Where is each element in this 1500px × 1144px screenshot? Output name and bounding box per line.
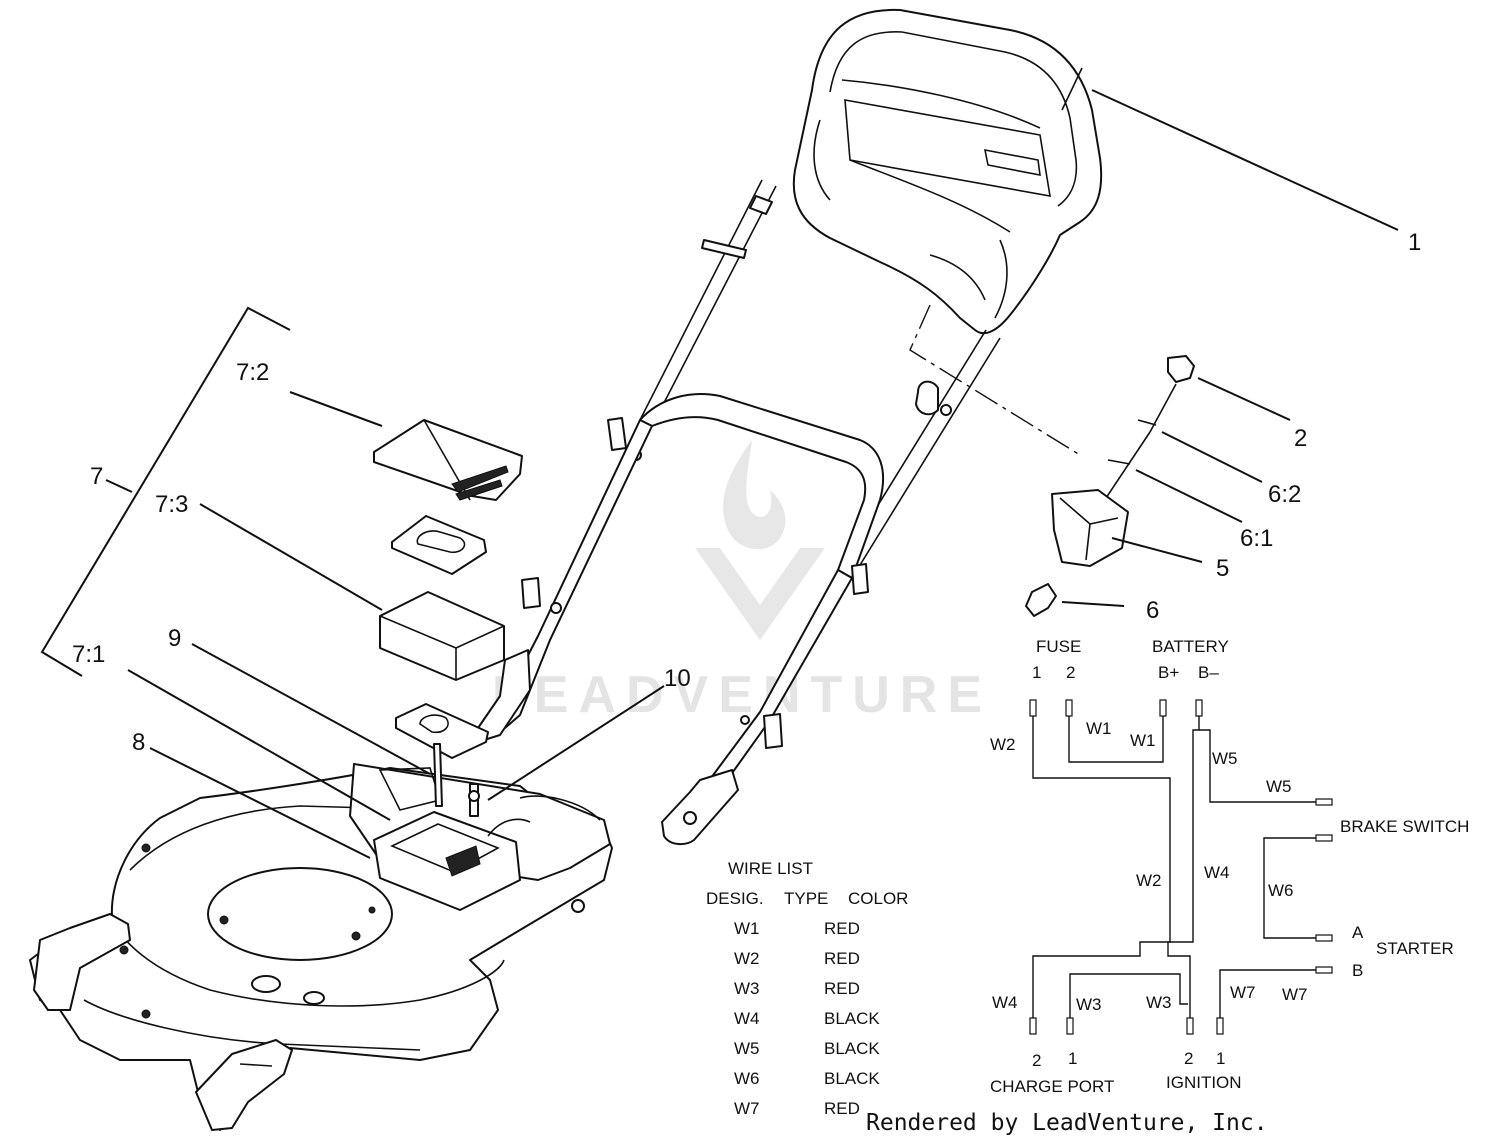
wire-list-color: RED bbox=[824, 949, 860, 968]
wire-label: W2 bbox=[1136, 871, 1162, 890]
callouts: 1 2 6:2 6:1 5 6 7 7:2 7:3 7:1 8 9 10 bbox=[72, 229, 1421, 756]
render-credit: Rendered by LeadVenture, Inc. bbox=[866, 1110, 1268, 1136]
wire-list-desig: W3 bbox=[734, 979, 760, 998]
brake-switch-label: BRAKE SWITCH bbox=[1340, 817, 1469, 836]
wire-list-header-type: TYPE bbox=[784, 889, 828, 908]
wire-list-color: RED bbox=[824, 1099, 860, 1118]
connector-battery-plus bbox=[1159, 699, 1167, 717]
wire-list-color: BLACK bbox=[824, 1069, 880, 1088]
wire-list-desig: W1 bbox=[734, 919, 760, 938]
callout-7-2: 7:2 bbox=[236, 359, 269, 386]
key-switch-parts bbox=[1025, 355, 1195, 617]
wire-label: W5 bbox=[1266, 777, 1292, 796]
handle-assembly bbox=[477, 8, 1103, 846]
wire-list-header-color: COLOR bbox=[848, 889, 908, 908]
ignition-pin-1: 1 bbox=[1216, 1049, 1225, 1068]
starter-pin-a: A bbox=[1352, 923, 1364, 942]
fuse-title: FUSE bbox=[1036, 637, 1081, 656]
connector-charge-2 bbox=[1029, 1017, 1037, 1035]
starter-label: STARTER bbox=[1376, 939, 1454, 958]
wire-label: W2 bbox=[990, 735, 1016, 754]
wire-list-header-desig: DESIG. bbox=[706, 889, 764, 908]
callout-7: 7 bbox=[90, 463, 103, 490]
leadventure-watermark: LEADVENTURE bbox=[492, 440, 992, 724]
connector-ignition-1 bbox=[1216, 1017, 1224, 1035]
callout-8: 8 bbox=[132, 729, 145, 756]
wiring-schematic: FUSE 1 2 BATTERY B+ B– W2 W1 W1 W5 bbox=[990, 637, 1469, 1096]
fuse-pin-1: 1 bbox=[1032, 663, 1041, 682]
callout-9: 9 bbox=[168, 625, 181, 652]
wire-label: W4 bbox=[1204, 863, 1230, 882]
wire-label: W3 bbox=[1146, 993, 1172, 1012]
leader-lines bbox=[127, 89, 1399, 859]
callout-7-3: 7:3 bbox=[155, 491, 188, 518]
battery-cover-part bbox=[373, 419, 523, 501]
fuse-pin-2: 2 bbox=[1066, 663, 1075, 682]
callout-10: 10 bbox=[664, 665, 691, 692]
battery-title: BATTERY bbox=[1152, 637, 1229, 656]
wire-label: W7 bbox=[1230, 983, 1256, 1002]
connector-fuse-2 bbox=[1065, 699, 1073, 717]
wire-list-desig: W2 bbox=[734, 949, 760, 968]
mower-deck bbox=[29, 743, 613, 1131]
wire-label: W3 bbox=[1076, 995, 1102, 1014]
wire-list-color: RED bbox=[824, 919, 860, 938]
wire-list-desig: W5 bbox=[734, 1039, 760, 1058]
wire-list: WIRE LIST DESIG. TYPE COLOR W1 RED W2 RE… bbox=[706, 859, 908, 1118]
connector-charge-1 bbox=[1066, 1017, 1074, 1035]
connector-starter-a bbox=[1315, 934, 1333, 942]
battery-parts bbox=[373, 419, 523, 759]
wire-list-title: WIRE LIST bbox=[728, 859, 813, 878]
callout-6: 6 bbox=[1146, 597, 1159, 624]
callout-5: 5 bbox=[1216, 555, 1229, 582]
callout-2: 2 bbox=[1294, 425, 1307, 452]
connector-brake-switch-a bbox=[1315, 798, 1333, 806]
wire-label: W1 bbox=[1086, 719, 1112, 738]
wire-label: W7 bbox=[1282, 985, 1308, 1004]
assembly-line bbox=[909, 304, 1081, 456]
callout-7-1: 7:1 bbox=[72, 641, 105, 668]
wire-list-desig: W4 bbox=[734, 1009, 760, 1028]
battery-plus: B+ bbox=[1158, 663, 1179, 682]
wire-list-color: BLACK bbox=[824, 1009, 880, 1028]
connector-brake-switch-b bbox=[1315, 834, 1333, 842]
starter-pin-b: B bbox=[1352, 961, 1363, 980]
callout-1: 1 bbox=[1408, 229, 1421, 256]
wire-label: W6 bbox=[1268, 881, 1294, 900]
wire-list-color: BLACK bbox=[824, 1039, 880, 1058]
charge-port-label: CHARGE PORT bbox=[990, 1077, 1114, 1096]
connector-fuse-1 bbox=[1029, 699, 1037, 717]
connector-ignition-2 bbox=[1186, 1017, 1194, 1035]
key-part bbox=[1167, 355, 1195, 383]
connector-starter-b bbox=[1315, 966, 1333, 974]
charge-pin-1: 1 bbox=[1068, 1049, 1077, 1068]
battery-pack-part bbox=[379, 591, 505, 681]
wire-list-color: RED bbox=[824, 979, 860, 998]
charge-pin-2: 2 bbox=[1032, 1051, 1041, 1070]
wire-list-desig: W7 bbox=[734, 1099, 760, 1118]
bracket-7 bbox=[40, 306, 291, 677]
ignition-label: IGNITION bbox=[1166, 1073, 1242, 1092]
battery-minus: B– bbox=[1198, 663, 1219, 682]
wire-label: W4 bbox=[992, 993, 1018, 1012]
watermark-text: LEADVENTURE bbox=[492, 666, 992, 724]
wire-label: W1 bbox=[1130, 731, 1156, 750]
wire-label: W5 bbox=[1212, 749, 1238, 768]
callout-6-1: 6:1 bbox=[1240, 525, 1273, 552]
ignition-pin-2: 2 bbox=[1184, 1049, 1193, 1068]
callout-6-2: 6:2 bbox=[1268, 481, 1301, 508]
connector-battery-minus bbox=[1195, 699, 1203, 717]
fuse-holder-part bbox=[1025, 583, 1057, 617]
wire-list-desig: W6 bbox=[734, 1069, 760, 1088]
battery-gasket-part bbox=[391, 515, 487, 575]
